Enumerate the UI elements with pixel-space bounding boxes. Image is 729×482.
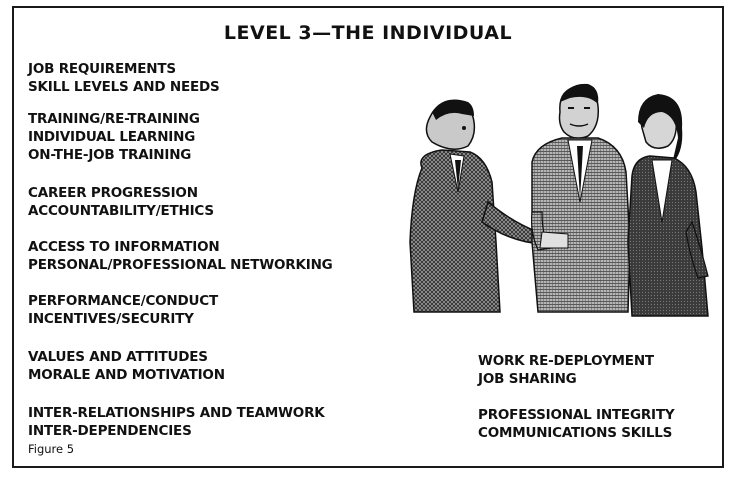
- item-group-performance: PERFORMANCE/CONDUCT INCENTIVES/SECURITY: [28, 292, 218, 328]
- item-line: PERSONAL/PROFESSIONAL NETWORKING: [28, 257, 333, 273]
- item-line: ON-THE-JOB TRAINING: [28, 147, 192, 163]
- item-line: PERFORMANCE/CONDUCT: [28, 293, 219, 309]
- item-line: WORK RE-DEPLOYMENT: [478, 353, 654, 369]
- page-title: LEVEL 3—THE INDIVIDUAL: [223, 22, 513, 44]
- item-group-job: JOB REQUIREMENTS SKILL LEVELS AND NEEDS: [28, 60, 220, 96]
- item-line: INDIVIDUAL LEARNING: [28, 129, 196, 145]
- item-line: INTER-RELATIONSHIPS AND TEAMWORK: [28, 405, 325, 421]
- item-group-integrity: PROFESSIONAL INTEGRITY COMMUNICATIONS SK…: [478, 406, 675, 442]
- item-line: PROFESSIONAL INTEGRITY: [478, 407, 675, 423]
- item-line: COMMUNICATIONS SKILLS: [478, 425, 673, 441]
- figure-caption: Figure 5: [28, 442, 75, 456]
- item-line: INTER-DEPENDENCIES: [28, 423, 192, 439]
- item-line: JOB REQUIREMENTS: [28, 61, 176, 77]
- item-line: MORALE AND MOTIVATION: [28, 367, 225, 383]
- item-line: TRAINING/RE-TRAINING: [28, 111, 200, 127]
- item-line: JOB SHARING: [478, 371, 577, 387]
- item-line: ACCESS TO INFORMATION: [28, 239, 220, 255]
- people-handshake-illustration: [409, 83, 709, 317]
- item-line: VALUES AND ATTITUDES: [28, 349, 208, 365]
- item-group-training: TRAINING/RE-TRAINING INDIVIDUAL LEARNING…: [28, 110, 200, 164]
- item-group-career: CAREER PROGRESSION ACCOUNTABILITY/ETHICS: [28, 184, 214, 220]
- item-group-redeployment: WORK RE-DEPLOYMENT JOB SHARING: [478, 352, 654, 388]
- item-group-values: VALUES AND ATTITUDES MORALE AND MOTIVATI…: [28, 348, 225, 384]
- item-group-relationships: INTER-RELATIONSHIPS AND TEAMWORK INTER-D…: [28, 404, 325, 440]
- man-left-figure: [409, 99, 544, 313]
- item-group-access: ACCESS TO INFORMATION PERSONAL/PROFESSIO…: [28, 238, 333, 274]
- item-line: CAREER PROGRESSION: [28, 185, 198, 201]
- item-line: SKILL LEVELS AND NEEDS: [28, 79, 220, 95]
- item-line: INCENTIVES/SECURITY: [28, 311, 194, 327]
- item-line: ACCOUNTABILITY/ETHICS: [28, 203, 214, 219]
- woman-right-figure: [627, 94, 709, 317]
- man-center-figure: [531, 83, 631, 313]
- figure-frame: LEVEL 3—THE INDIVIDUAL JOB REQUIREMENTS …: [12, 6, 724, 468]
